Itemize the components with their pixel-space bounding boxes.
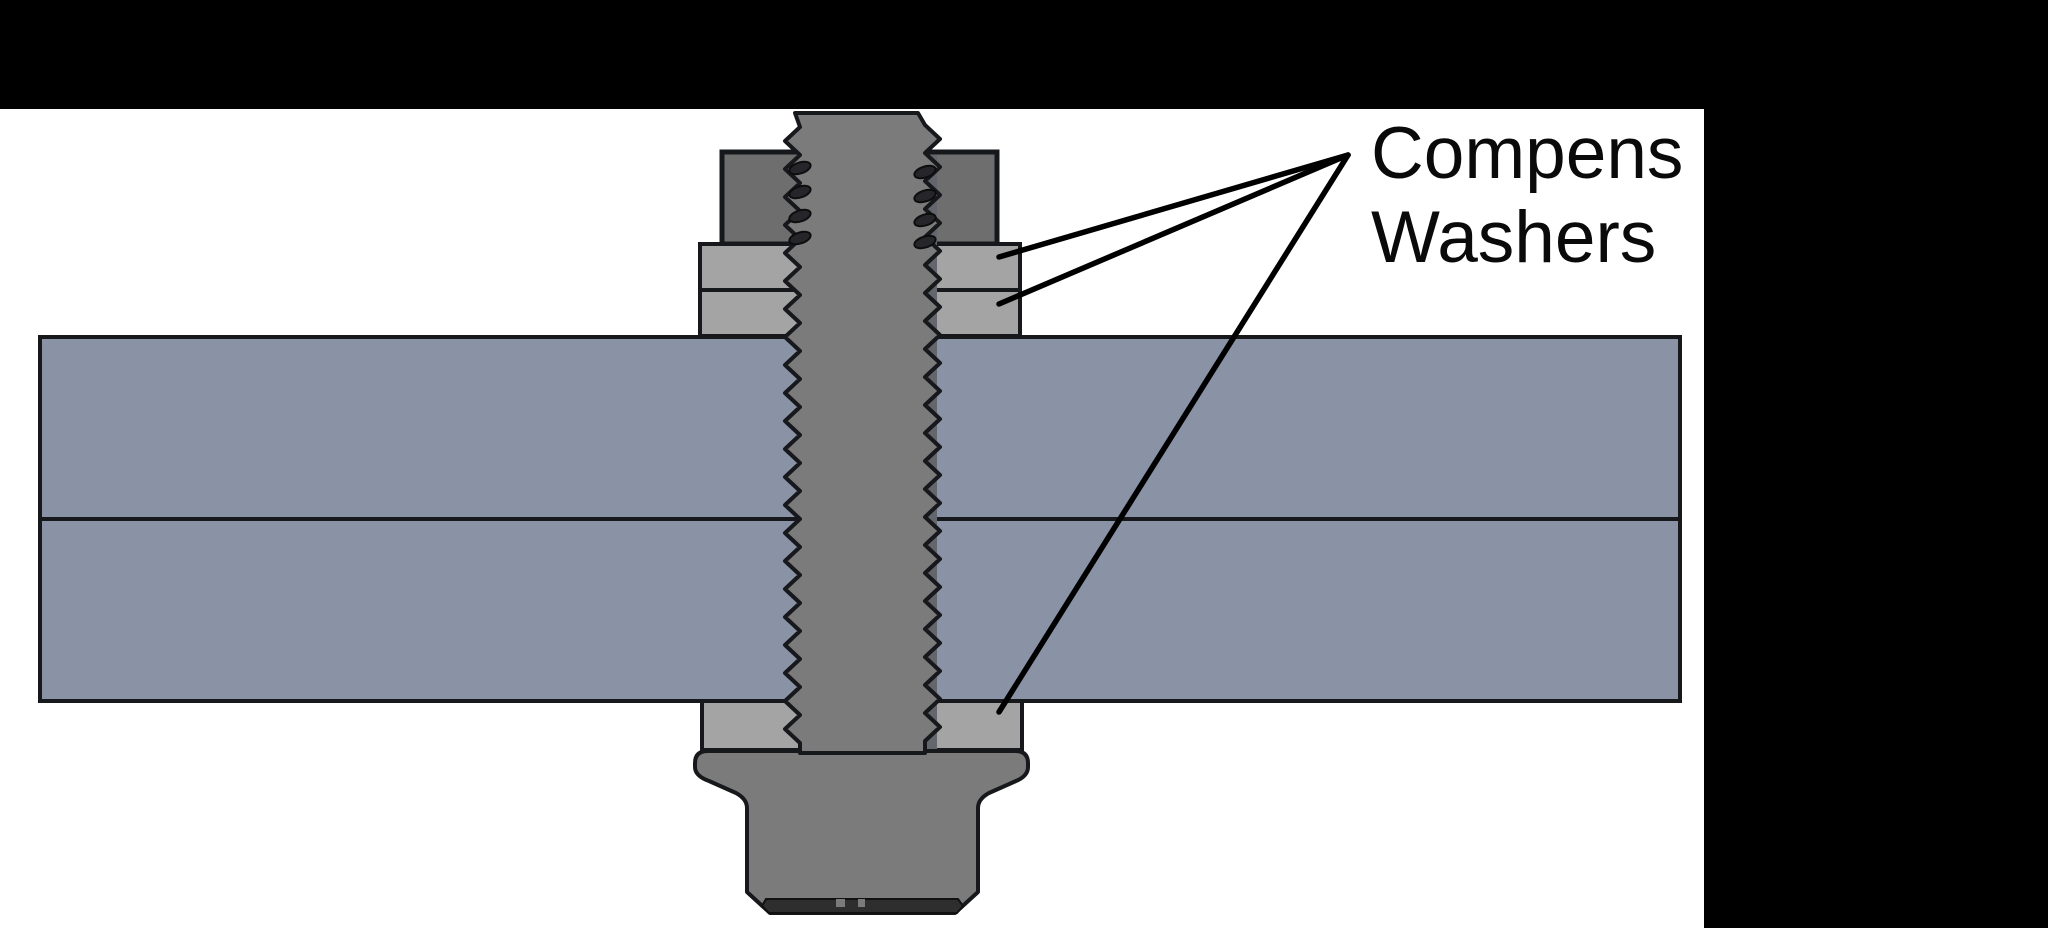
leader-to-top-washer-lower xyxy=(996,152,1351,307)
thread-engagement-coils xyxy=(788,160,937,250)
head-face-slit xyxy=(858,899,865,907)
washers-label-line2: Washers xyxy=(1371,197,1657,278)
bolt-flange-head xyxy=(693,749,1030,915)
leader-lines xyxy=(996,152,1351,715)
threaded-shank xyxy=(783,111,942,755)
head-face-slit xyxy=(836,899,845,907)
washers-label: Compens Washers xyxy=(1371,112,1683,280)
leader-to-bottom-washer xyxy=(996,152,1351,715)
leader-to-top-washer-upper xyxy=(996,152,1351,260)
washers-label-line1: Compens xyxy=(1371,113,1684,194)
right-black-panel xyxy=(1704,0,2048,928)
